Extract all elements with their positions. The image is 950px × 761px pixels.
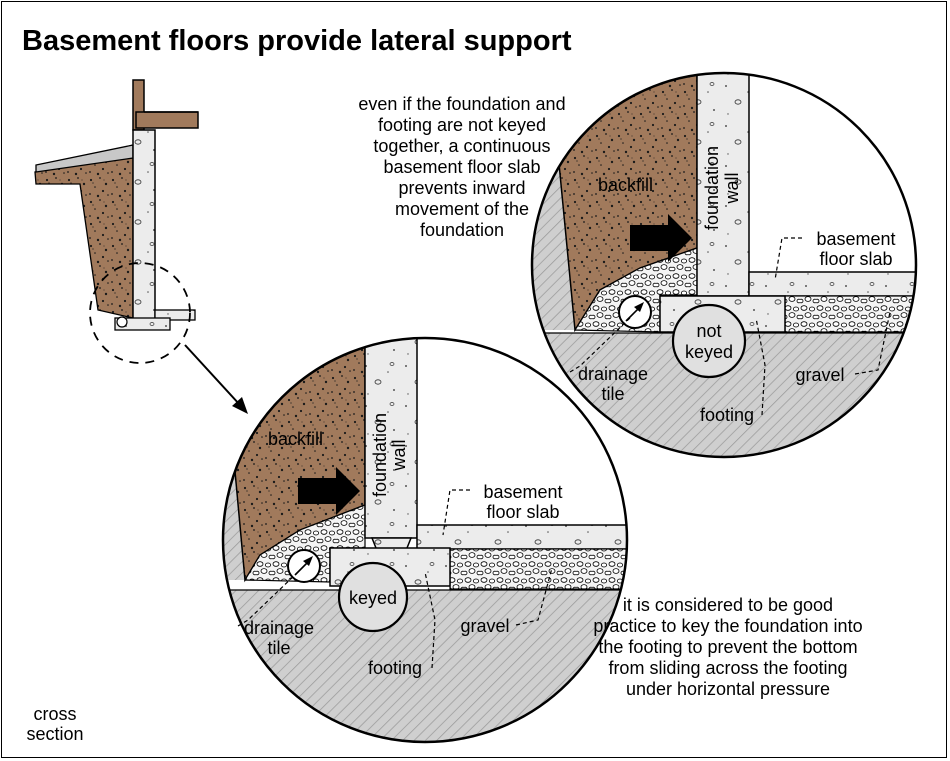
detail-not-keyed: not keyed backfill foundation wall basem…	[530, 71, 918, 459]
bottom-note-line: it is considered to be good	[623, 595, 833, 615]
caption-line: section	[26, 724, 83, 744]
bottom-note-line: under horizontal pressure	[626, 679, 830, 699]
not-keyed-footing-label: footing	[700, 405, 754, 425]
cross-section-thumbnail	[34, 79, 248, 414]
page-title: Basement floors provide lateral support	[22, 25, 572, 57]
keyed-backfill-label: backfill	[268, 429, 323, 449]
top-note-line: movement of the	[395, 199, 529, 219]
keyed-tile-label: tile	[267, 638, 290, 658]
keyed-footing-label: footing	[368, 658, 422, 678]
keyed-gravel-label: gravel	[460, 616, 509, 636]
bottom-note-line: practice to key the foundation into	[593, 616, 862, 636]
cross-section-caption: cross section	[26, 704, 83, 744]
keyed-wall-label: wall	[389, 439, 409, 471]
bottom-note-line: from sliding across the footing	[608, 658, 847, 678]
not-keyed-tile-label: tile	[601, 384, 624, 404]
top-note-line: even if the foundation and	[358, 94, 565, 114]
top-note-line: prevents inward	[398, 178, 525, 198]
keyed-foundation-label: foundation	[370, 413, 390, 497]
not-keyed-gravel-label: gravel	[795, 365, 844, 385]
not-keyed-basement-label: basement	[816, 229, 895, 249]
top-note: even if the foundation and footing are n…	[358, 94, 565, 240]
bottom-note: it is considered to be good practice to …	[593, 595, 862, 699]
keyed-basement-label: basement	[483, 482, 562, 502]
not-keyed-drainage-label: drainage	[578, 364, 648, 384]
top-note-line: footing are not keyed	[378, 115, 546, 135]
not-keyed-wall-label: wall	[722, 172, 742, 204]
keyed-drainage-label: drainage	[244, 618, 314, 638]
not-keyed-foundation-label: foundation	[702, 146, 722, 230]
not-keyed-badge-line1: not	[696, 321, 721, 341]
not-keyed-backfill-label: backfill	[598, 175, 653, 195]
detail-keyed: keyed backfill foundation wall basement …	[221, 336, 629, 744]
bottom-note-line: the footing to prevent the bottom	[598, 637, 857, 657]
not-keyed-floor-slab-label: floor slab	[819, 249, 892, 269]
top-note-line: basement floor slab	[383, 157, 540, 177]
not-keyed-badge-line2: keyed	[685, 342, 733, 362]
keyed-floor-slab-label: floor slab	[486, 502, 559, 522]
top-note-line: together, a continuous	[373, 136, 550, 156]
caption-line: cross	[33, 704, 76, 724]
keyed-badge: keyed	[349, 588, 397, 608]
top-note-line: foundation	[420, 220, 504, 240]
